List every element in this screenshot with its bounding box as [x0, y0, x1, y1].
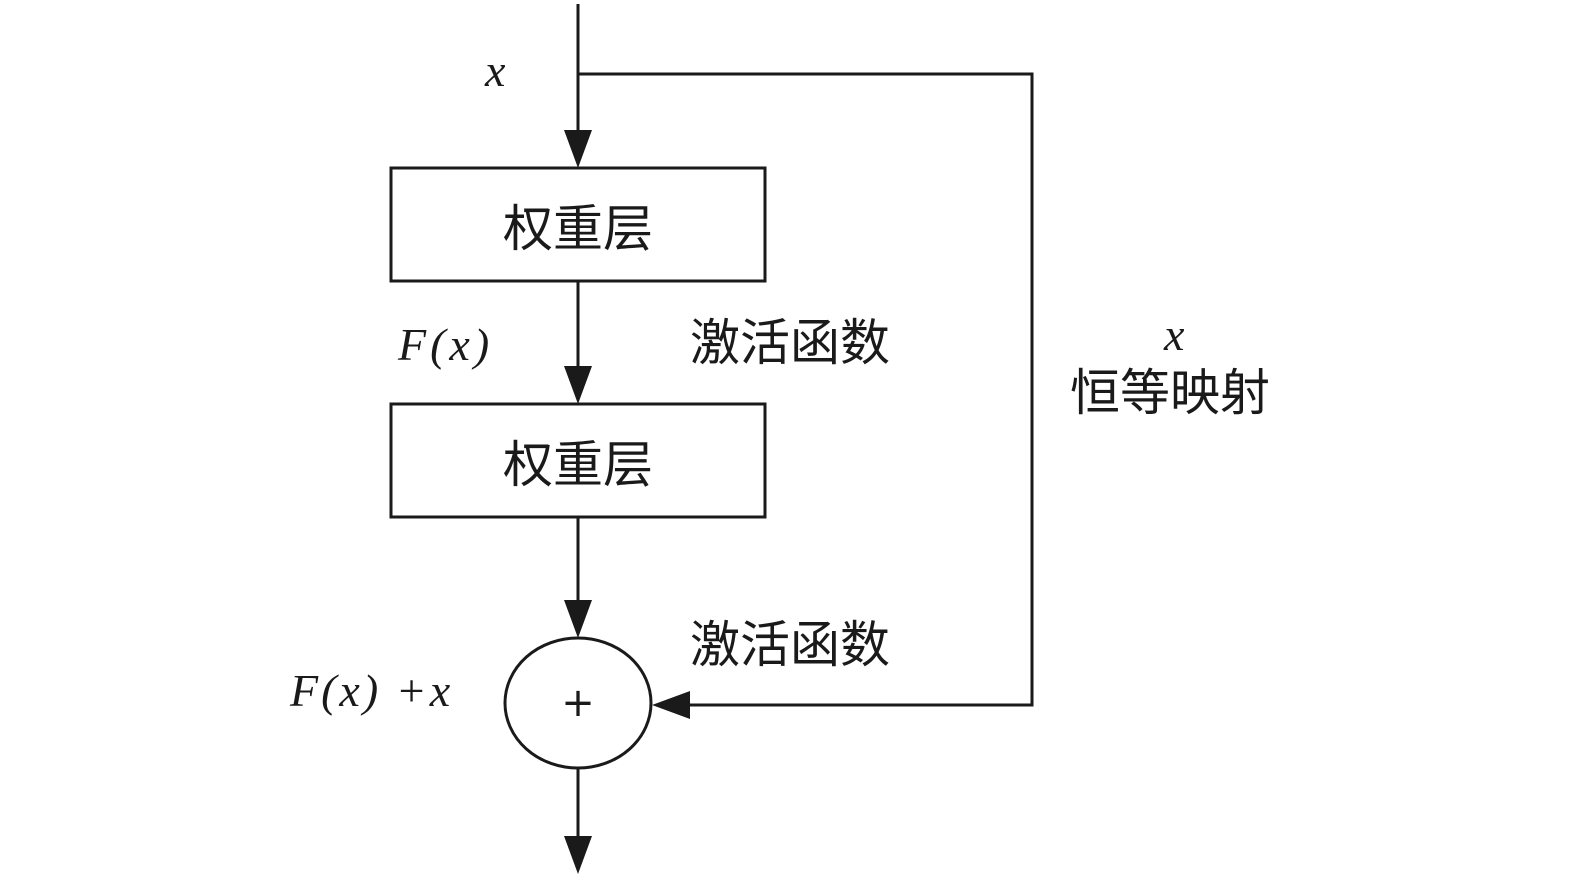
identity-mapping-label: 恒等映射 [1070, 364, 1270, 422]
weight-layer-2-label: 权重层 [503, 435, 653, 494]
arrow-into-sum [564, 600, 592, 638]
fx-label: F(x) [398, 319, 494, 370]
plus-symbol: + [561, 680, 595, 726]
shortcut-x-label: x [1164, 309, 1185, 360]
input-x-label: x [485, 45, 506, 96]
arrow-into-layer1 [564, 130, 592, 168]
output-arrow [564, 836, 592, 874]
activation-function-1-label: 激活函数 [690, 314, 890, 372]
sum-output-label: F(x) +x [290, 665, 454, 716]
weight-layer-2-box [389, 402, 767, 519]
activation-function-2-label: 激活函数 [690, 616, 890, 674]
arrow-into-sum-from-shortcut [652, 691, 690, 719]
shortcut-path [578, 72, 1034, 707]
weight-layer-1-label: 权重层 [503, 199, 653, 258]
arrow-into-layer2 [564, 366, 592, 404]
weight-layer-1-box [389, 166, 767, 283]
